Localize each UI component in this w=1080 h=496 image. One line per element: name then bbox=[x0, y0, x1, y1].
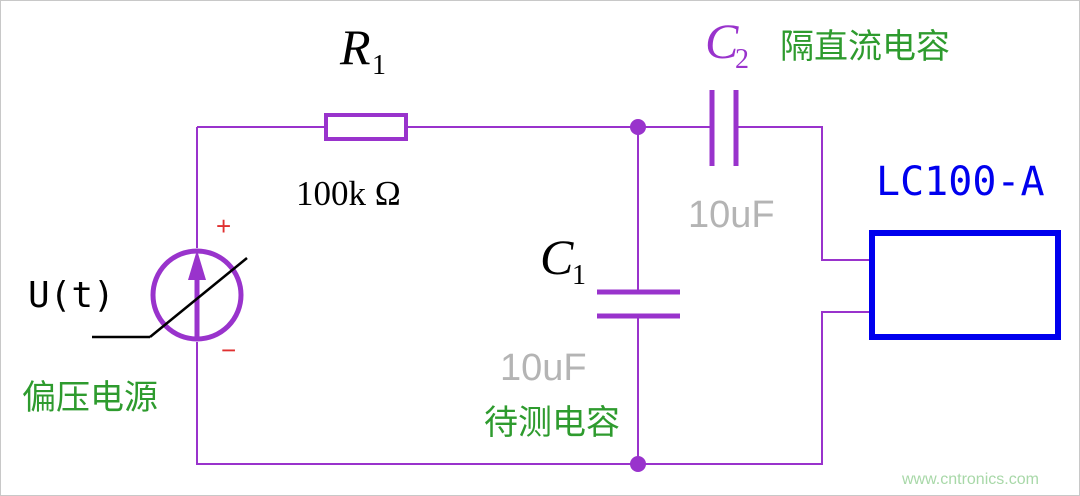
source-minus-sign: − bbox=[221, 335, 237, 365]
resistor-symbol: R bbox=[340, 19, 371, 75]
left-bottom-wire bbox=[196, 127, 870, 465]
source-description: 偏压电源 bbox=[22, 378, 158, 418]
bias-voltage-source bbox=[92, 248, 248, 342]
cap-c1-description: 待测电容 bbox=[484, 403, 620, 443]
lc100-meter-box bbox=[869, 230, 1061, 340]
cap-c2-subscript: 2 bbox=[735, 44, 749, 75]
cap-c2-description: 隔直流电容 bbox=[780, 27, 950, 67]
cap-c1-subscript: 1 bbox=[572, 260, 586, 291]
resistor-value: 100k Ω bbox=[296, 174, 401, 213]
cap-c1-value: 10uF bbox=[500, 347, 587, 389]
cap-c2-symbol: C bbox=[705, 13, 739, 69]
meter-label: LC100-A bbox=[876, 159, 1045, 205]
capacitor-c1 bbox=[597, 289, 680, 319]
capacitor-c2 bbox=[709, 90, 739, 166]
resistor-subscript: 1 bbox=[372, 50, 386, 81]
source-label: U(t) bbox=[28, 275, 115, 316]
cap-c1-symbol: C bbox=[540, 229, 574, 285]
junction-dot-top bbox=[630, 119, 646, 135]
wires bbox=[196, 126, 870, 465]
watermark: www.cntronics.com bbox=[902, 471, 1039, 488]
junction-dot-bottom bbox=[630, 456, 646, 472]
cap-c2-value: 10uF bbox=[688, 194, 775, 236]
source-plus-sign: + bbox=[216, 211, 232, 241]
resistor-r1 bbox=[324, 113, 408, 141]
top-wire bbox=[197, 126, 870, 261]
